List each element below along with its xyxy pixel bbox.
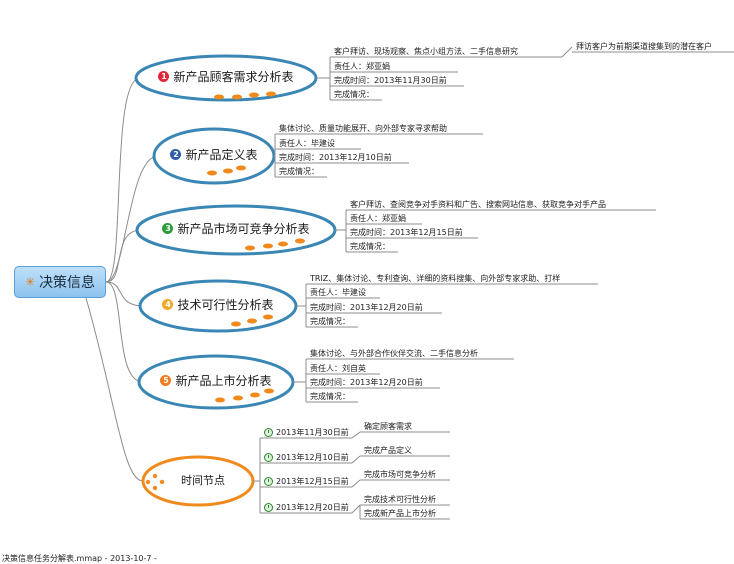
- timeline-task[interactable]: 完成技术可行性分析: [364, 495, 436, 504]
- detail-item[interactable]: 完成情况：: [334, 90, 374, 99]
- branch-connector-5: [105, 281, 144, 383]
- branch-connector-2: [105, 155, 159, 283]
- decor-dot-5-2: [233, 395, 243, 401]
- file-footer: 决策信息任务分解表.mmap - 2013-10-7 -: [2, 554, 157, 563]
- decor-dot-1-2: [232, 94, 242, 100]
- detail-item[interactable]: 完成情况：: [310, 392, 350, 401]
- timeline-date-label: 2013年12月20日前: [276, 503, 349, 512]
- decor-dot-5-4: [264, 388, 274, 394]
- detail-item[interactable]: 责任人：郑亚娟: [350, 214, 406, 223]
- detail-item[interactable]: 客户拜访、查阅竞争对手资料和广告、搜索网站信息、获取竞争对手产品: [350, 200, 606, 209]
- branch-connector-3: [105, 229, 142, 283]
- timeline-dot-4: [159, 479, 165, 485]
- detail-item[interactable]: 责任人：毕建设: [279, 139, 335, 148]
- decor-dot-5-3: [250, 392, 260, 398]
- decor-dot-1-4: [266, 91, 276, 97]
- branch-topic-label: 新产品定义表: [185, 147, 258, 162]
- clock-icon: [264, 453, 273, 462]
- timeline-dot-2: [145, 479, 151, 485]
- priority-badge-icon: 5: [160, 374, 172, 386]
- task-connector-1: [351, 431, 361, 439]
- detail-item[interactable]: 客户拜访、现场观察、焦点小组方法、二手信息研究: [334, 47, 518, 56]
- decor-dot-1-3: [249, 92, 259, 98]
- decor-dot-2-2: [223, 168, 233, 174]
- detail-item[interactable]: 完成情况：: [350, 242, 390, 251]
- timeline-task[interactable]: 确定顾客需求: [364, 422, 412, 431]
- topic-icon: ✳: [25, 275, 36, 289]
- timeline-date[interactable]: 2013年11月30日前: [264, 427, 349, 438]
- decor-dot-5-1: [215, 397, 225, 403]
- decor-dot-4-1: [231, 321, 241, 327]
- branch-topic-label: 新产品顾客需求分析表: [173, 69, 294, 84]
- priority-badge-icon: 4: [162, 298, 174, 310]
- detail-item[interactable]: 责任人：刘自英: [310, 364, 366, 373]
- clock-icon: [264, 477, 273, 486]
- decor-dot-2-1: [207, 170, 217, 176]
- decor-dot-3-1: [245, 245, 255, 251]
- decor-dot-4-2: [247, 318, 257, 324]
- timeline-dot-1: [152, 473, 158, 479]
- timeline-task[interactable]: 完成产品定义: [364, 446, 412, 455]
- detail-item[interactable]: 责任人：毕建设: [310, 288, 366, 297]
- timeline-date[interactable]: 2013年12月20日前: [264, 502, 349, 513]
- decor-dot-3-4: [295, 238, 305, 244]
- detail-item[interactable]: 完成时间：2013年12月20日前: [310, 378, 423, 387]
- root-topic-label: 决策信息: [39, 275, 96, 291]
- timeline-task[interactable]: 完成市场可竞争分析: [364, 470, 436, 479]
- detail-item[interactable]: 集体讨论、质量功能展开、向外部专家寻求帮助: [279, 124, 447, 133]
- branch-topic-label: 技术可行性分析表: [177, 297, 274, 312]
- clock-icon: [264, 428, 273, 437]
- detail-item[interactable]: 完成时间：2013年12月15日前: [350, 228, 463, 237]
- timeline-date[interactable]: 2013年12月10日前: [264, 452, 349, 463]
- note-item[interactable]: 拜访客户为前期渠道搜集到的潜在客户: [576, 42, 712, 51]
- priority-badge-icon: 3: [162, 222, 174, 234]
- timeline-connector: [85, 297, 144, 482]
- task-connector-2: [351, 455, 361, 464]
- note-connector: [561, 46, 573, 58]
- timeline-date-label: 2013年12月10日前: [276, 453, 349, 462]
- decor-dot-3-3: [278, 241, 288, 247]
- task-connector-3: [351, 479, 361, 488]
- detail-item[interactable]: 完成情况：: [279, 167, 319, 176]
- detail-item[interactable]: 完成时间：2013年12月20日前: [310, 303, 423, 312]
- clock-icon: [264, 503, 273, 512]
- task-connector-4: [351, 504, 361, 514]
- timeline-task[interactable]: 完成新产品上市分析: [364, 509, 436, 518]
- timeline-date-label: 2013年11月30日前: [276, 428, 349, 437]
- timeline-topic[interactable]: 时间节点: [181, 474, 225, 487]
- decor-dot-3-2: [263, 243, 273, 249]
- timeline-date-label: 2013年12月15日前: [276, 477, 349, 486]
- decor-dot-2-3: [236, 165, 246, 171]
- detail-item[interactable]: 集体讨论、与外部合作伙伴交流、二手信息分析: [310, 349, 478, 358]
- root-topic[interactable]: ✳ 决策信息: [14, 266, 106, 298]
- timeline-dot-3: [152, 485, 158, 491]
- priority-badge-icon: 2: [170, 148, 182, 160]
- branch-topic-label: 新产品市场可竞争分析表: [177, 221, 310, 236]
- detail-item[interactable]: 完成时间：2013年12月10日前: [279, 153, 392, 162]
- branch-connector-4: [105, 281, 145, 307]
- detail-item[interactable]: 完成情况：: [310, 317, 350, 326]
- branch-connector-1: [105, 77, 141, 283]
- detail-item[interactable]: 完成时间：2013年11月30日前: [334, 76, 447, 85]
- decor-dot-4-3: [263, 314, 273, 320]
- timeline-date[interactable]: 2013年12月15日前: [264, 476, 349, 487]
- decor-dot-1-1: [214, 94, 224, 100]
- detail-item[interactable]: 责任人：郑亚娟: [334, 62, 390, 71]
- priority-badge-icon: 1: [158, 70, 170, 82]
- detail-item[interactable]: TRIZ、集体讨论、专利查询、详细的资料搜集、向外部专家求助、打样: [310, 274, 561, 283]
- branch-topic-label: 新产品上市分析表: [175, 373, 272, 388]
